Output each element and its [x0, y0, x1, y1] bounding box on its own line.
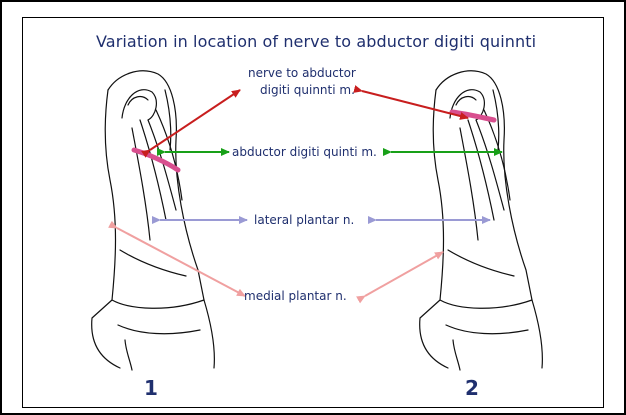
arrow-nerve-left [150, 90, 240, 150]
panel-number-1: 1 [144, 376, 158, 400]
arrow-medial-right [365, 252, 443, 296]
arrow-nerve-right [362, 91, 468, 118]
label-lateral: lateral plantar n. [254, 213, 354, 227]
label-nerve-line2: digiti quinnti m. [260, 83, 355, 97]
label-abductor: abductor digiti quinti m. [232, 145, 377, 159]
label-nerve-line1: nerve to abductor [248, 66, 356, 80]
label-medial: medial plantar n. [244, 289, 347, 303]
panel-number-2: 2 [465, 376, 479, 400]
arrow-medial-left [117, 228, 245, 296]
figure-title: Variation in location of nerve to abduct… [96, 32, 536, 51]
